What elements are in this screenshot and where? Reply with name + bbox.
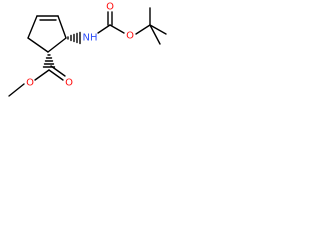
n-carbamate-bond <box>97 24 111 34</box>
ester-carbonyl-bond-2 <box>50 65 66 77</box>
ester-ether-oxygen: O <box>26 78 34 89</box>
structure-diagram: O O NH O O <box>8 2 167 97</box>
carbamate-group <box>97 11 151 35</box>
ester-carbonyl-oxygen: O <box>65 78 73 89</box>
ring-bond-de <box>27 37 49 53</box>
ester-ether-bond <box>34 69 50 81</box>
ring-bond-bc <box>57 15 67 39</box>
carbamate-ether-bond <box>109 24 125 34</box>
tbutyl-methyl-down <box>149 24 161 45</box>
carbamate-carbonyl-oxygen: O <box>106 2 114 13</box>
tert-butyl-group <box>149 7 167 45</box>
tbutyl-o-bond <box>135 24 151 35</box>
hashed-wedge-ester <box>42 54 56 68</box>
hashed-wedge-cn <box>67 31 81 45</box>
carbamate-ether-oxygen: O <box>126 31 134 42</box>
ring-bond-cd <box>47 37 67 53</box>
ring-bond-ea <box>27 15 38 39</box>
ester-carbonyl-bond-1 <box>48 69 64 81</box>
cyclopentene-ring <box>27 15 67 53</box>
amine-nh: NH <box>83 33 98 44</box>
ester-methyl-bond <box>8 83 25 97</box>
ester-group <box>8 65 66 97</box>
tbutyl-methyl-right <box>149 24 167 35</box>
